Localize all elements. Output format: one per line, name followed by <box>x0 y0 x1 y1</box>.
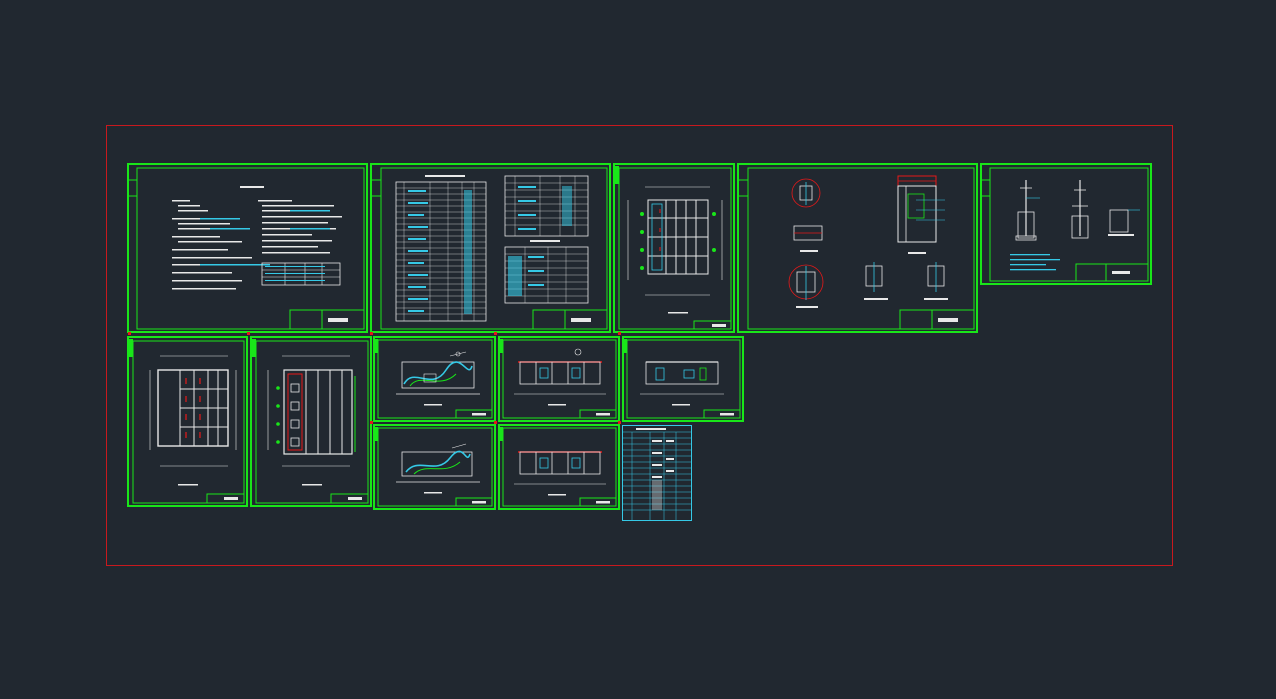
sheet-plan-c[interactable] <box>250 336 372 507</box>
sheet-section-a[interactable] <box>373 336 496 422</box>
sheet-elevation-c[interactable] <box>498 424 620 510</box>
sheet-details-a[interactable] <box>737 163 978 333</box>
sheet-details-b[interactable] <box>980 163 1152 285</box>
sheet-plan-b[interactable] <box>127 336 248 507</box>
sheet-plan-a[interactable] <box>613 163 735 333</box>
sheet-schedule-table[interactable] <box>622 425 692 521</box>
sheet-elevation-b[interactable] <box>622 336 744 422</box>
sheet-section-b[interactable] <box>373 424 496 510</box>
sheet-general-notes[interactable] <box>127 163 368 333</box>
drawing-boundary <box>106 125 1173 566</box>
sheet-elevation-a[interactable] <box>498 336 620 422</box>
sheet-material-schedule[interactable] <box>370 163 611 333</box>
